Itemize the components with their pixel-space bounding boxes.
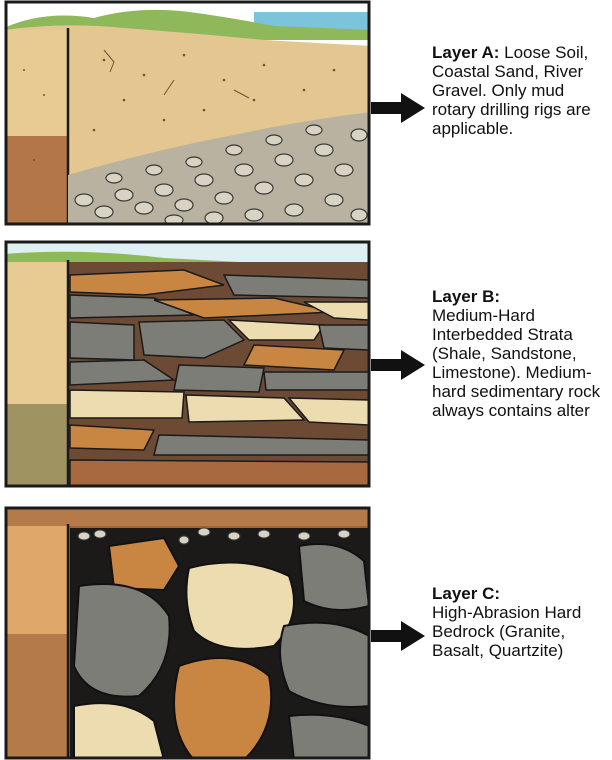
layer-a-description: Loose Soil, Coastal Sand, River Gravel. …: [432, 43, 591, 138]
layer-b-illustration: [4, 240, 371, 488]
layer-c-title: Layer C:: [432, 584, 501, 603]
layer-a-title: Layer A:: [432, 43, 500, 62]
gravel-stones: [74, 124, 368, 224]
boulders: [72, 536, 369, 758]
right-arrow-icon: [371, 621, 425, 651]
core-column-upper: [6, 30, 68, 136]
layer-c-illustration: [4, 506, 371, 760]
layer-b-description: Medium-Hard Interbedded Strata (Shale, S…: [432, 306, 601, 420]
layer-c-text: Layer C: High-Abrasion Hard Bedrock (Gra…: [432, 584, 612, 660]
layer-a-svg: [4, 0, 371, 226]
layer-b-svg: [4, 240, 371, 488]
core-column-lower: [6, 136, 68, 224]
layer-b-text: Layer B: Medium-Hard Interbedded Strata …: [432, 287, 612, 420]
layer-b-title: Layer B:: [432, 287, 501, 306]
layer-a-text: Layer A: Loose Soil, Coastal Sand, River…: [432, 43, 612, 138]
layer-c-description: High-Abrasion Hard Bedrock (Granite, Bas…: [432, 603, 582, 660]
strata-slabs: [69, 269, 369, 486]
layer-a-illustration: [4, 0, 371, 226]
gravel: [68, 112, 369, 224]
layer-c-svg: [4, 506, 371, 760]
right-arrow-icon: [371, 93, 425, 123]
right-arrow-icon: [371, 350, 425, 380]
